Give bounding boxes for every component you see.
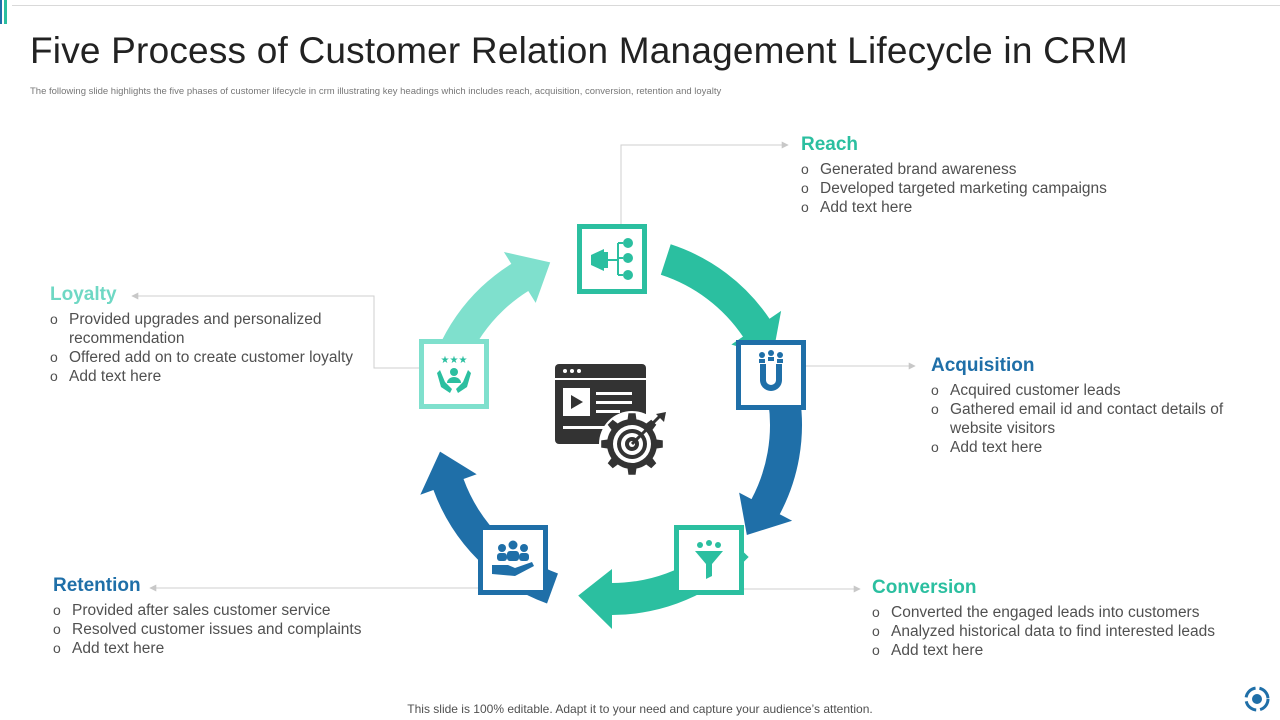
- reach-list: Generated brand awareness Developed targ…: [801, 160, 1107, 217]
- reach-icon-box: [577, 224, 647, 294]
- browser-target-gear-icon: [555, 364, 666, 477]
- loyalty-icon-box: ★★★: [419, 339, 489, 409]
- connector-reach: [620, 141, 789, 226]
- accent-bar-blue: [0, 0, 2, 24]
- acquisition-title: Acquisition: [931, 355, 1035, 376]
- list-item: Acquired customer leads: [931, 381, 1231, 400]
- list-item: Provided after sales customer service: [53, 601, 361, 620]
- accent-bar-teal: [4, 0, 7, 24]
- list-item: Offered add on to create customer loyalt…: [50, 348, 370, 367]
- hands-star-person-icon: ★★★: [437, 355, 471, 393]
- magnet-people-icon: [759, 350, 783, 391]
- conversion-icon-box: [674, 525, 744, 595]
- list-item: Gathered email id and contact details of…: [931, 400, 1231, 438]
- acquisition-icon-box: [736, 340, 806, 410]
- list-item: Resolved customer issues and complaints: [53, 620, 361, 639]
- loyalty-list: Provided upgrades and personalized recom…: [50, 310, 370, 386]
- list-item: Add text here: [50, 367, 370, 386]
- loyalty-block: Loyalty Provided upgrades and personaliz…: [50, 284, 370, 386]
- refresh-logo-icon: [1244, 686, 1270, 712]
- list-item: Developed targeted marketing campaigns: [801, 179, 1107, 198]
- list-item: Add text here: [53, 639, 361, 658]
- loyalty-title: Loyalty: [50, 284, 117, 305]
- list-item: Add text here: [801, 198, 1107, 217]
- retention-title: Retention: [53, 575, 141, 596]
- arc-reach-to-acquisition: [660, 244, 782, 358]
- list-item: Add text here: [872, 641, 1215, 660]
- list-item: Add text here: [931, 438, 1231, 457]
- footer-note: This slide is 100% editable. Adapt it to…: [407, 702, 873, 716]
- funnel-icon: [695, 540, 723, 579]
- acquisition-block: Acquisition Acquired customer leads Gath…: [931, 355, 1231, 457]
- acquisition-list: Acquired customer leads Gathered email i…: [931, 381, 1231, 457]
- reach-title: Reach: [801, 134, 859, 155]
- list-item: Analyzed historical data to find interes…: [872, 622, 1215, 641]
- megaphone-network-icon: [591, 238, 633, 280]
- hand-group-icon: [492, 540, 534, 576]
- list-item: Provided upgrades and personalized recom…: [50, 310, 370, 348]
- top-rule: [12, 5, 1280, 6]
- list-item: Generated brand awareness: [801, 160, 1107, 179]
- svg-text:★★★: ★★★: [441, 355, 468, 366]
- retention-list: Provided after sales customer service Re…: [53, 601, 361, 658]
- connector-loyalty: [131, 292, 420, 369]
- conversion-block: Conversion Converted the engaged leads i…: [872, 577, 1215, 660]
- retention-icon-box: [478, 525, 548, 595]
- arc-acquisition-to-conversion: [739, 398, 802, 535]
- slide-title: Five Process of Customer Relation Manage…: [30, 30, 1128, 71]
- slide-subtitle: The following slide highlights the five …: [30, 86, 722, 97]
- list-item: Converted the engaged leads into custome…: [872, 603, 1215, 622]
- retention-block: Retention Provided after sales customer …: [53, 575, 361, 658]
- reach-block: Reach Generated brand awareness Develope…: [801, 134, 1107, 217]
- conversion-title: Conversion: [872, 577, 977, 598]
- conversion-list: Converted the engaged leads into custome…: [872, 603, 1215, 660]
